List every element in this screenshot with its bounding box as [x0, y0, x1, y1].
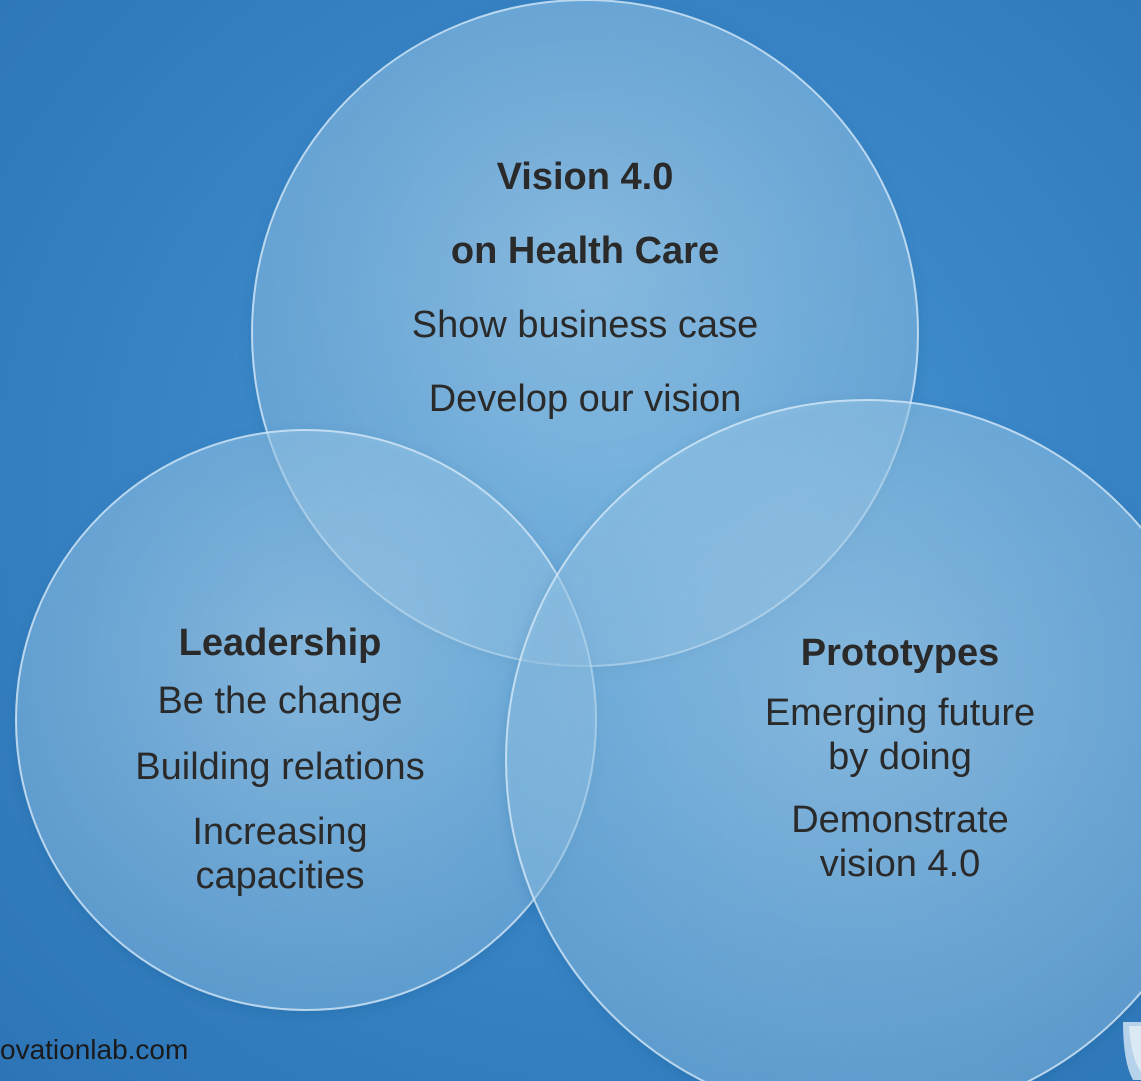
- vision-title-line-2: on Health Care: [450, 230, 720, 272]
- leadership-item-increasing-capacities: Increasing capacities: [192, 811, 368, 898]
- vision-item-business-case: Show business case: [411, 304, 759, 346]
- vision-title-line-1: Vision 4.0: [496, 156, 674, 198]
- leadership-title: Leadership: [178, 622, 382, 664]
- vision-item-develop-vision: Develop our vision: [428, 378, 742, 420]
- leadership-item-building-relations: Building relations: [135, 745, 425, 788]
- leadership-item-be-the-change: Be the change: [157, 680, 403, 722]
- prototypes-title: Prototypes: [800, 632, 1000, 674]
- vision-label: Vision 4.0 on Health Care Show business …: [330, 140, 840, 436]
- prototypes-item-emerging-future: Emerging future by doing: [764, 692, 1036, 778]
- logo-fragment-icon: [1123, 1022, 1141, 1080]
- prototypes-label: Prototypes Emerging future by doing Demo…: [690, 626, 1110, 887]
- prototypes-item-demonstrate-vision: Demonstrate vision 4.0: [791, 799, 1009, 886]
- circle-prototypes: [505, 399, 1141, 1081]
- footer-url[interactable]: ovationlab.com: [0, 1034, 189, 1065]
- leadership-label: Leadership Be the change Building relati…: [60, 616, 500, 899]
